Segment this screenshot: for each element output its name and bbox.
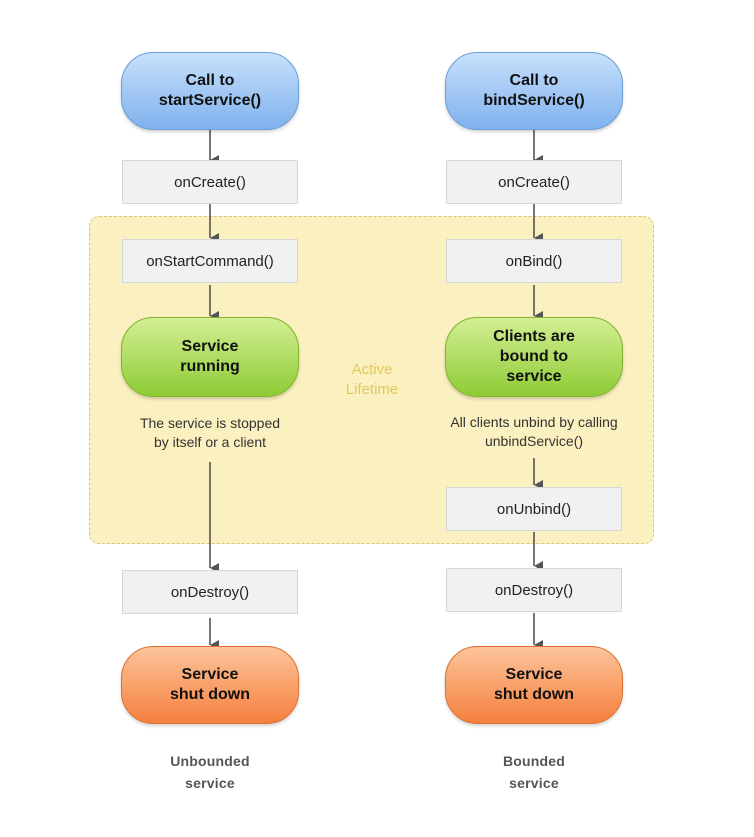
on-unbind-box: onUnbind() [446, 487, 622, 531]
service-running-line2: running [180, 358, 240, 375]
clients-unbind-note-line2: unbindService() [484, 433, 584, 449]
right-on-create-box: onCreate() [446, 160, 622, 204]
active-lifetime-label-line2: Lifetime [345, 381, 399, 398]
right-on-destroy-box: onDestroy() [446, 568, 622, 612]
unbounded-caption-line2: service [185, 775, 235, 791]
clients-bound-node: Clients are bound to service [445, 317, 623, 397]
call-bind-service-node: Call to bindService() [445, 52, 623, 130]
left-on-create-box: onCreate() [122, 160, 298, 204]
bounded-service-caption: Bounded service [454, 750, 614, 794]
clients-unbind-note-line1: All clients unbind by calling [450, 414, 618, 430]
left-service-shut-down-node: Service shut down [121, 646, 299, 724]
call-bind-service-line1: Call to [509, 72, 559, 89]
right-service-shut-down-node: Service shut down [445, 646, 623, 724]
unbounded-service-caption: Unbounded service [130, 750, 290, 794]
service-stopped-note: The service is stopped by itself or a cl… [100, 414, 320, 452]
clients-bound-line2: bound to [499, 348, 569, 365]
service-running-line1: Service [181, 338, 239, 355]
right-shut-down-line2: shut down [494, 686, 574, 703]
bounded-caption-line1: Bounded [502, 753, 566, 769]
call-start-service-line1: Call to [185, 72, 235, 89]
active-lifetime-label-line1: Active [351, 361, 393, 378]
unbounded-caption-line1: Unbounded [170, 753, 250, 769]
call-start-service-node: Call to startService() [121, 52, 299, 130]
bounded-caption-line2: service [509, 775, 559, 791]
left-shut-down-line2: shut down [170, 686, 250, 703]
right-shut-down-line1: Service [505, 666, 563, 683]
call-start-service-line2: startService() [158, 92, 262, 109]
clients-bound-line1: Clients are [493, 328, 575, 345]
service-stopped-note-line2: by itself or a client [153, 434, 267, 450]
on-bind-box: onBind() [446, 239, 622, 283]
on-start-command-box: onStartCommand() [122, 239, 298, 283]
clients-bound-line3: service [506, 368, 562, 385]
service-stopped-note-line1: The service is stopped [139, 415, 281, 431]
clients-unbind-note: All clients unbind by calling unbindServ… [404, 413, 664, 451]
active-lifetime-label: Active Lifetime [320, 360, 424, 400]
left-on-destroy-box: onDestroy() [122, 570, 298, 614]
left-shut-down-line1: Service [181, 666, 239, 683]
service-running-node: Service running [121, 317, 299, 397]
call-bind-service-line2: bindService() [483, 92, 585, 109]
